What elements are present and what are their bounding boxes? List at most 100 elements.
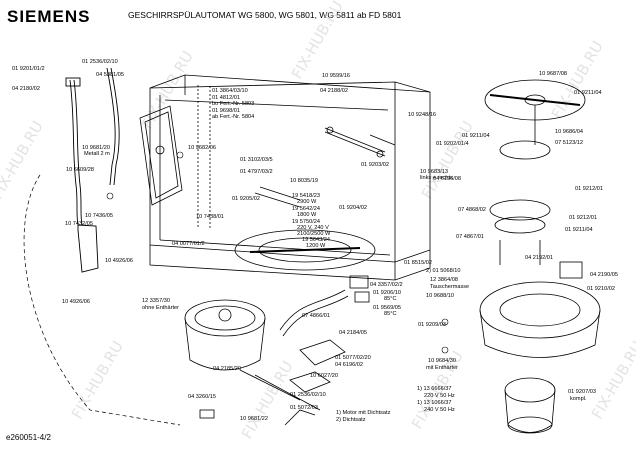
part-label: 04 6196/08 [433,176,461,182]
part-label: 10 9681/20 [82,145,110,151]
part-label: 10 9683/13 [420,169,448,175]
part-label: 04 2188/02 [320,88,348,94]
part-label: 01 9211/04 [574,90,602,96]
part-label: 1) 13 6666/37 [417,386,452,392]
part-label: ohne Enthärter [142,305,179,311]
tub-frame [149,74,431,281]
part-label: 07 4868/02 [458,207,486,213]
part-label: 01 5072/03 [290,405,318,411]
part-label: 19 5418/23 [292,193,320,199]
part-label: 01 4812/01 [212,95,240,101]
part-label: 10 7432/05 [65,221,93,227]
part-label: 04 2192/01 [525,255,553,261]
part-label: 04 5881/05 [96,72,124,78]
watermark-text: FIX-HUB.RU [138,48,197,132]
part-label: 2900 W [297,199,317,205]
part-label: 10 4926/06 [62,299,90,305]
part-label: 01 3864/03/10 [212,88,248,94]
part-label: 01 9203/02 [361,162,389,168]
part-label: links + rechts [420,175,453,181]
part-label: 01 9698/01 [212,108,240,114]
part-label: 2100/2500 W [297,231,331,237]
part-label: 10 9686/04 [555,129,583,135]
part-label: 04 0077/01/2 [172,241,205,247]
part-label: 01 3102/03/5 [240,157,273,163]
part-label: 01 5077/02/20 [335,355,371,361]
part-label: 07 5123/12 [555,140,583,146]
part-label: 01 9205/02 [232,196,260,202]
part-label: 1) 13 1066/37 [417,400,452,406]
watermark-text: FIX-HUB.RU [288,0,347,82]
part-label: 10 9682/06 [188,145,216,151]
part-label: 04 3357/02/2 [370,282,403,288]
pump-housing [184,289,349,411]
part-label: 12 3357/30 [142,298,170,304]
part-label: 01 9207/03 [568,389,596,395]
part-label: 04 2184/05 [339,330,367,336]
part-label: Metall 2 m [84,151,110,157]
part-label: 01 9211/04 [565,227,593,233]
watermark-text: FIX-HUB.RU [548,38,607,122]
footer-code: e260051-4/2 [6,433,51,442]
part-label: 01 9206/10 [373,290,401,296]
spray-arm-upper [484,79,586,145]
part-label: 2) Dichtsatz [336,417,366,423]
part-label: 10 7438/01 [196,214,224,220]
part-label: 240 V 50 Hz [424,407,455,413]
part-label: kompl. [570,396,587,402]
part-label: 07 4867/01 [456,234,484,240]
part-label: 01 9201/01/2 [12,66,45,72]
part-label: 85°C [384,296,397,302]
watermark-text: FIX-HUB.RU [238,358,297,442]
part-label: 01 9212/01 [575,186,603,192]
sump-motor [479,261,601,434]
part-label: 19 5643/24 [302,237,330,243]
part-label: 07 4866/01 [302,313,330,319]
part-label: 1800 W [297,212,317,218]
part-label: 01 9569/05 [373,305,401,311]
part-label: 12 3864/08 [430,277,458,283]
part-label: 04 2185/20 [213,366,241,372]
brand-logo: SIEMENS [7,7,91,26]
diagram-title: GESCHIRRSPÜLAUTOMAT WG 5800, WG 5801, WG… [128,10,402,20]
door-panel [139,105,183,206]
callout-markers [106,151,449,354]
part-label: 04 6196/02 [335,362,363,368]
part-label: 10 9681/22 [240,416,268,422]
watermark-text: FIX-HUB.RU [588,338,636,422]
part-label: 220 V 50 Hz [424,393,455,399]
part-label: 10 9599/16 [322,73,350,79]
part-label: 04 2190/05 [590,272,618,278]
part-label: bo Fert.-Nr. 5803 [212,101,254,107]
part-label: 1200 W [306,243,326,249]
part-label: 2) 01 5068/10 [426,268,461,274]
part-label: ab Fert.-Nr. 5804 [212,114,254,120]
part-label: 01 9209/03 [418,322,446,328]
part-label: 10 9688/10 [426,293,454,299]
part-label: 01 9212/01 [569,215,597,221]
part-label: 01 9202/01/4 [436,141,469,147]
part-label: 10 8035/19 [290,178,318,184]
part-label: mit Enthärter [426,365,458,371]
part-label: 01 9211/04 [462,133,490,139]
valve-assembly [199,275,370,426]
part-label: 10 4926/06 [105,258,133,264]
watermark-text: FIX-HUB.RU [418,118,477,202]
part-label: 10 9687/08 [539,71,567,77]
part-label: 220 V, 240 V [297,225,329,231]
part-label: 19 5642/24 [292,206,320,212]
part-label: 10 6027/20 [310,373,338,379]
part-labels: 01 9201/01/2 01 2536/02/10 04 2180/02 04… [12,59,618,423]
part-label: 10 9684/30 [428,358,456,364]
part-label: 10 7436/05 [85,213,113,219]
part-label: 01 2536/02/10 [82,59,118,65]
part-label: 01 2536/02/10 [290,392,326,398]
part-label: 85°C [384,311,397,317]
part-label: 10 9248/16 [408,112,436,118]
spray-arm-mid [489,140,551,265]
part-label: 04 3260/15 [188,394,216,400]
watermark-text: FIX-HUB.RU [0,118,47,202]
part-label: 04 2180/02 [12,86,40,92]
